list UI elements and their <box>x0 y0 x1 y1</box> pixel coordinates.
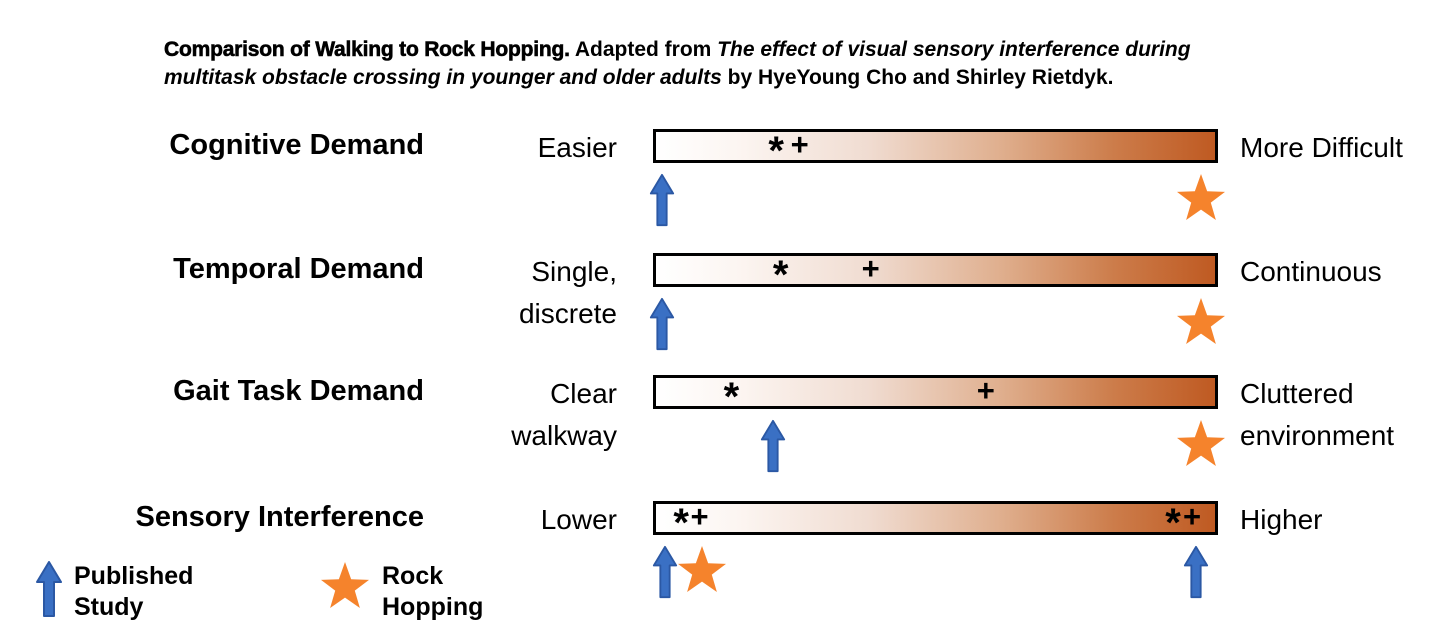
scale-left-temporal: Single, discrete <box>518 256 617 329</box>
rock-hopping-star-icon <box>1176 173 1226 221</box>
legend-rock-hopping-star-icon <box>320 561 370 609</box>
caption-title: Comparison of Walking to Rock Hopping. <box>164 38 571 62</box>
legend-published-study-label: Published Study <box>74 562 194 621</box>
rock-hopping-star-icon <box>1176 297 1226 345</box>
published-study-arrow-icon <box>652 545 678 599</box>
row-label-sensory-interference: Sensory Interference <box>135 501 424 533</box>
gradient-bar-temporal: * + <box>653 251 1218 297</box>
published-study-arrow-icon <box>649 297 675 351</box>
rock-hopping-star-icon <box>1176 419 1226 467</box>
plus-marker: + <box>690 499 709 534</box>
gradient-bar-gait: * + <box>653 373 1218 419</box>
caption-paper-title-part1: The effect of visual sensory interferenc… <box>717 38 1191 61</box>
caption-paper-title-part2: multitask obstacle crossing in younger a… <box>164 66 722 89</box>
plus-marker: + <box>1183 499 1202 534</box>
scale-left-sensory: Lower <box>540 504 617 535</box>
scale-left-cognitive: Easier <box>537 132 617 163</box>
asterisk-marker: * <box>772 252 789 297</box>
scale-right-temporal: Continuous <box>1240 256 1382 287</box>
gradient-bar-sensory: * + * + <box>653 499 1218 545</box>
icon-strip-gait <box>653 419 1226 477</box>
plus-marker: + <box>861 251 880 286</box>
plus-marker: + <box>976 373 995 408</box>
gradient-bar-cognitive: * + <box>653 127 1218 173</box>
scale-right-sensory: Higher <box>1240 504 1323 535</box>
icon-strip-sensory <box>652 545 1218 603</box>
asterisk-marker: * <box>768 128 784 173</box>
scale-right-cognitive: More Difficult <box>1240 132 1403 163</box>
asterisk-marker: * <box>673 500 689 545</box>
caption-adapted-from: Adapted from <box>569 38 718 61</box>
caption-authors: by HyeYoung Cho and Shirley Rietdyk. <box>721 66 1114 89</box>
row-label-gait-task-demand: Gait Task Demand <box>173 375 424 407</box>
icon-strip-temporal <box>649 297 1226 355</box>
scale-right-gait: Cluttered environment <box>1240 378 1395 451</box>
row-label-cognitive-demand: Cognitive Demand <box>169 129 424 161</box>
legend-rock-hopping-label: Rock Hopping <box>382 562 484 621</box>
row-label-temporal-demand: Temporal Demand <box>173 253 424 285</box>
asterisk-marker: * <box>723 374 740 419</box>
plus-marker: + <box>790 127 809 162</box>
icon-strip-cognitive <box>649 173 1226 231</box>
rock-hopping-star-icon <box>677 545 727 593</box>
figure-caption: Comparison of Walking to Rock Hopping. A… <box>164 36 1414 92</box>
published-study-arrow-icon <box>649 173 675 227</box>
asterisk-marker: * <box>1165 500 1181 545</box>
legend-published-study-arrow-icon <box>36 560 62 618</box>
scale-left-gait: Clear walkway <box>511 378 617 451</box>
published-study-arrow-icon <box>1183 545 1209 599</box>
published-study-arrow-icon <box>760 419 786 473</box>
